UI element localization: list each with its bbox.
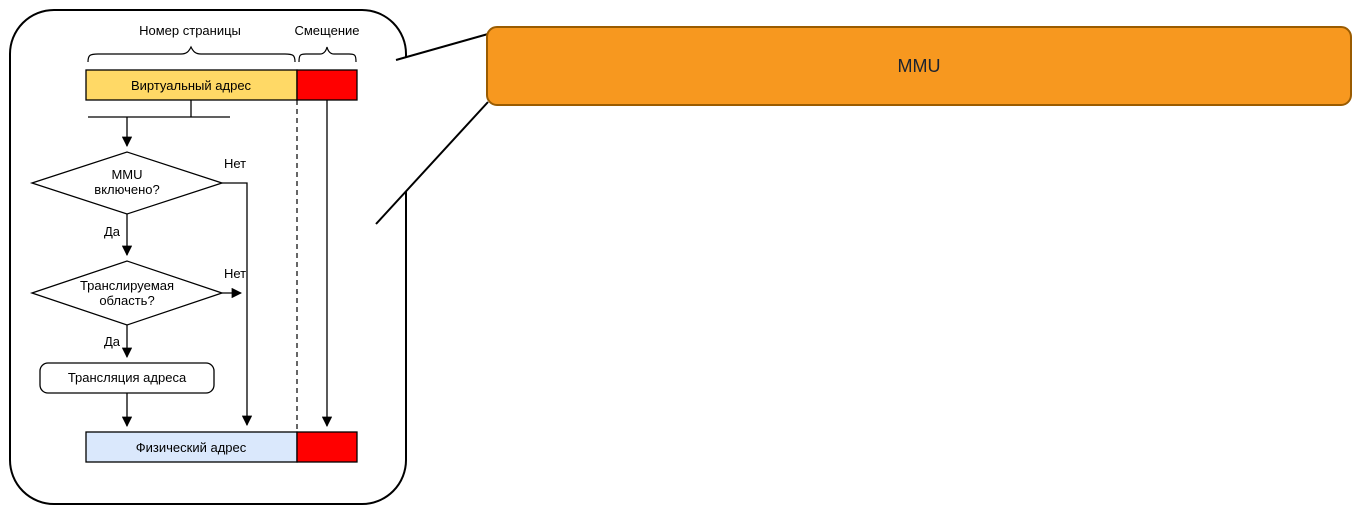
virtual-address-label: Виртуальный адрес <box>131 78 252 93</box>
callout-tail <box>376 34 488 224</box>
page-number-label: Номер страницы <box>139 23 241 38</box>
physical-address-label: Физический адрес <box>136 440 247 455</box>
physical-offset-box <box>296 431 358 463</box>
translation-label: Трансляция адреса <box>68 370 187 385</box>
page-number-brace <box>87 45 296 63</box>
decision-mmu-enabled-label-line1: MMU <box>111 167 142 182</box>
offset-brace <box>298 46 357 63</box>
decision-translated-region-label-line1: Транслируемая <box>80 278 174 293</box>
physical-address-box <box>85 431 298 463</box>
no-label-1: Нет <box>224 156 246 171</box>
no-label-2: Нет <box>224 266 246 281</box>
yes-label-2: Да <box>104 334 121 349</box>
yes-label-1: Да <box>104 224 121 239</box>
decision-translated-region-label-line2: область? <box>99 293 154 308</box>
callout-tail-edge-top <box>395 33 489 61</box>
no-branch-bypass-line <box>222 182 253 427</box>
callout-tail-edge-bottom <box>375 101 489 225</box>
virtual-offset-box <box>296 69 358 101</box>
mmu-label: MMU <box>898 56 941 76</box>
offset-label: Смещение <box>294 23 359 38</box>
decision-mmu-enabled-label-line2: включено? <box>94 182 159 197</box>
mmu-box <box>486 26 1352 106</box>
